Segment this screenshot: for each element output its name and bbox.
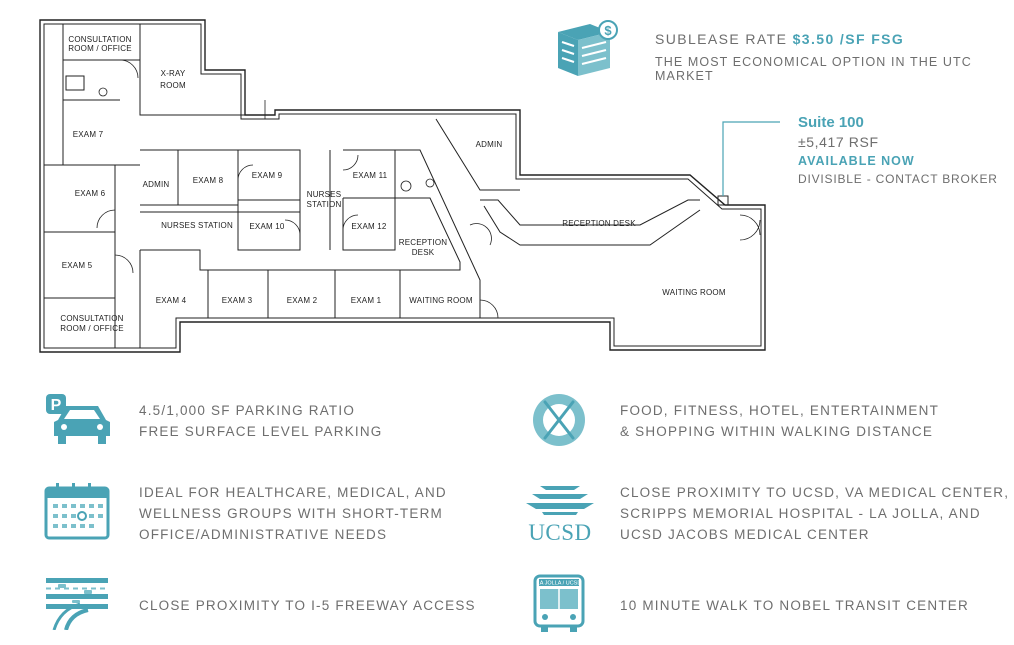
room-label: EXAM 6 [75,189,106,198]
rate-value: $3.50 /SF FSG [792,31,905,47]
room-label: EXAM 1 [351,296,382,305]
parking-car-icon: P [46,394,110,444]
feature-line: & SHOPPING WITHIN WALKING DISTANCE [620,424,934,439]
feature-line: CLOSE PROXIMITY TO I-5 FREEWAY ACCESS [139,598,476,613]
room-label: EXAM 3 [222,296,253,305]
room-label: DESK [412,248,435,257]
feature-amenities: FOOD, FITNESS, HOTEL, ENTERTAINMENT & SH… [620,400,939,442]
rate-subtitle: THE MOST ECONOMICAL OPTION IN THE UTC MA… [655,55,972,83]
room-label: RECEPTION [399,238,447,247]
room-label: EXAM 9 [252,171,283,180]
feature-parking: 4.5/1,000 SF PARKING RATIO FREE SURFACE … [139,400,383,442]
freeway-icon [46,578,108,630]
ucsd-logo-icon: UCSD [522,482,598,545]
feature-line: SCRIPPS MEMORIAL HOSPITAL - LA JOLLA, AN… [620,506,981,521]
room-label: CONSULTATION [68,35,131,44]
suite-name: Suite 100 [798,114,864,131]
room-label: EXAM 4 [156,296,187,305]
feature-freeway: CLOSE PROXIMITY TO I-5 FREEWAY ACCESS [139,595,476,616]
room-label: X-RAY [161,69,186,78]
room-label: ADMIN [143,180,170,189]
room-label: EXAM 11 [353,171,388,180]
svg-text:$: $ [604,23,612,38]
svg-text:P: P [51,397,62,414]
suite-size: ±5,417 RSF [798,134,879,150]
feature-line: 4.5/1,000 SF PARKING RATIO [139,403,356,418]
room-label: ADMIN [476,140,503,149]
room-label: WAITING ROOM [662,288,726,297]
feature-line: CLOSE PROXIMITY TO UCSD, VA MEDICAL CENT… [620,485,1010,500]
room-label: EXAM 5 [62,261,93,270]
feature-line: WELLNESS GROUPS WITH SHORT-TERM [139,506,443,521]
fork-knife-icon [533,394,585,446]
rate-prefix: SUBLEASE RATE [655,31,788,47]
feature-line: IDEAL FOR HEALTHCARE, MEDICAL, AND [139,485,447,500]
room-label: WAITING ROOM [409,296,473,305]
room-label: ROOM / OFFICE [68,44,132,53]
feature-line: UCSD JACOBS MEDICAL CENTER [620,527,870,542]
room-label: NURSES [307,190,342,199]
left-rooms [44,24,266,348]
floor-plan: CONSULTATION ROOM / OFFICE X-RAY ROOM EX… [39,19,780,353]
outer-wall [39,19,766,353]
feature-line: FREE SURFACE LEVEL PARKING [139,424,383,439]
feature-line: 10 MINUTE WALK TO NOBEL TRANSIT CENTER [620,598,969,613]
room-label: EXAM 2 [287,296,318,305]
feature-line: FOOD, FITNESS, HOTEL, ENTERTAINMENT [620,403,940,418]
room-label: EXAM 10 [249,222,285,231]
suite-availability: AVAILABLE NOW [798,154,915,168]
building-dollar-icon: $ [558,20,618,76]
sublease-rate: SUBLEASE RATE $3.50 /SF FSG [655,31,904,47]
room-label: EXAM 7 [73,130,104,139]
room-label: RECEPTION DESK [562,219,636,228]
feature-transit: 10 MINUTE WALK TO NOBEL TRANSIT CENTER [620,595,969,616]
suite-pointer-line [722,121,780,196]
bus-sign-text: LA JOLLA / UCSD [537,581,582,587]
room-label: CONSULTATION [60,314,123,323]
room-label: ROOM [160,81,186,90]
bus-icon: LA JOLLA / UCSD [533,574,585,632]
center-rooms [140,118,761,319]
room-label: STATION [307,200,342,209]
ucsd-logo-text: UCSD [528,520,592,545]
room-labels: CONSULTATION ROOM / OFFICE X-RAY ROOM EX… [60,35,726,333]
room-label: NURSES STATION [161,221,233,230]
feature-line: OFFICE/ADMINISTRATIVE NEEDS [139,527,388,542]
room-label: ROOM / OFFICE [60,324,124,333]
room-label: EXAM 8 [193,176,224,185]
feature-medical-centers: CLOSE PROXIMITY TO UCSD, VA MEDICAL CENT… [620,482,1009,545]
feature-healthcare: IDEAL FOR HEALTHCARE, MEDICAL, AND WELLN… [139,482,447,545]
calendar-icon [44,483,110,540]
ucsd-ship-icon [526,486,594,515]
room-label: EXAM 12 [351,222,387,231]
suite-divisible: DIVISIBLE - CONTACT BROKER [798,172,998,186]
